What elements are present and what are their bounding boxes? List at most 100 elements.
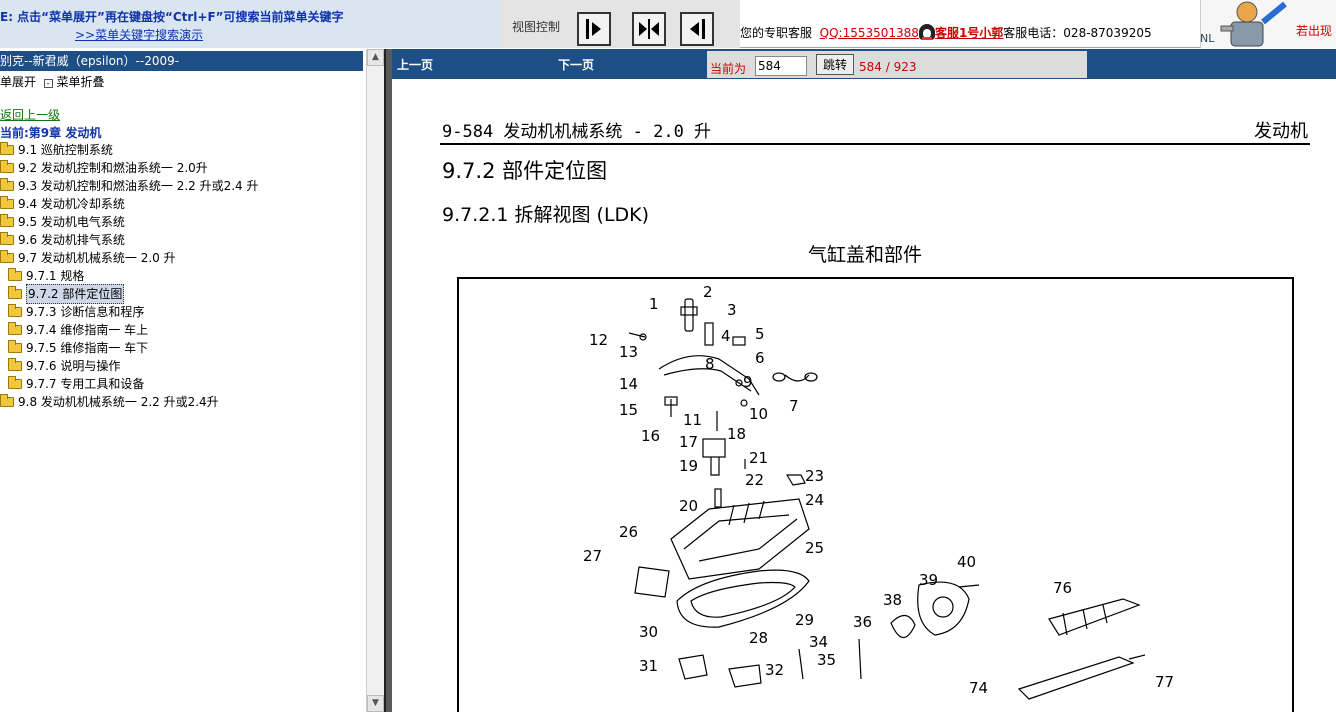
service-prefix: 您的专职客服	[740, 26, 813, 40]
tree-item[interactable]: 9.8 发动机机械系统一 2.2 升或2.4升	[0, 393, 219, 411]
callout-20: 20	[679, 497, 698, 515]
tree-subitem[interactable]: 9.7.4 维修指南一 车上	[8, 321, 148, 339]
tree-item[interactable]: 9.2 发动机控制和燃油系统一 2.0升	[0, 159, 208, 177]
kf-link[interactable]: 客服1号小郭	[934, 26, 1004, 40]
folder-icon	[8, 376, 22, 389]
folder-icon	[8, 304, 22, 317]
menu-expand[interactable]: 单展开	[0, 75, 37, 89]
callout-31: 31	[639, 657, 658, 675]
menu-collapse[interactable]: 菜单折叠	[56, 75, 105, 89]
folder-icon	[0, 178, 14, 191]
tree-item[interactable]: 9.6 发动机排气系统	[0, 231, 125, 249]
callout-28: 28	[749, 629, 768, 647]
callout-30: 30	[639, 623, 658, 641]
split-icon	[639, 19, 659, 39]
sidebar-scrollbar[interactable]: ▲ ▼	[366, 49, 384, 712]
folder-icon	[0, 394, 14, 407]
view-split-button[interactable]	[632, 12, 666, 46]
callout-2: 2	[703, 283, 713, 301]
callout-7: 7	[789, 397, 799, 415]
current-page-label: 当前为	[710, 62, 747, 76]
doc-header-left: 9-584 发动机机械系统 - 2.0 升	[442, 122, 712, 142]
figure-title: 气缸盖和部件	[808, 244, 923, 266]
current-chapter: 当前:第9章 发动机	[0, 126, 102, 140]
view-control: 视图控制	[500, 0, 740, 48]
folder-icon	[0, 232, 14, 245]
go-button[interactable]: 跳转	[816, 54, 854, 75]
tree-subitem[interactable]: 9.7.3 诊断信息和程序	[8, 303, 144, 321]
sidebar-title: 别克--新君威（epsilon）--2009-	[0, 51, 363, 71]
callout-22: 22	[745, 471, 764, 489]
callout-13: 13	[619, 343, 638, 361]
service-phone: 客服电话：028-87039205	[1003, 26, 1152, 40]
callout-5: 5	[755, 325, 765, 343]
folder-icon	[8, 268, 22, 281]
view-expand-right-button[interactable]	[577, 12, 611, 46]
folder-open-icon	[0, 250, 14, 263]
callout-35: 35	[817, 651, 836, 669]
callout-23: 23	[805, 467, 824, 485]
search-tip: E: 点击“菜单展开”再在键盘按“Ctrl+F”可搜索当前菜单关键字	[0, 10, 344, 24]
callout-17: 17	[679, 433, 698, 451]
pane-splitter[interactable]	[384, 49, 392, 712]
scroll-up-icon[interactable]: ▲	[367, 49, 384, 66]
tip-panel: E: 点击“菜单展开”再在键盘按“Ctrl+F”可搜索当前菜单关键字 >>菜单关…	[0, 0, 500, 48]
tree-item[interactable]: 9.1 巡航控制系统	[0, 141, 113, 159]
callout-38: 38	[883, 591, 902, 609]
callout-12: 12	[589, 331, 608, 349]
folder-icon	[0, 214, 14, 227]
callout-74: 74	[969, 679, 988, 697]
folder-icon	[0, 196, 14, 209]
callout-21: 21	[749, 449, 768, 467]
arrow-right-icon	[586, 19, 601, 39]
tree-subitem[interactable]: 9.7.7 专用工具和设备	[8, 375, 144, 393]
menu-ops: 单展开 - 菜单折叠	[0, 73, 105, 90]
view-control-label: 视图控制	[512, 20, 561, 34]
doc-header-right: 发动机	[1254, 121, 1308, 142]
part-drawings	[628, 298, 1146, 700]
folder-icon	[0, 160, 14, 173]
page-input[interactable]	[755, 56, 807, 76]
callout-77: 77	[1155, 673, 1174, 691]
callout-29: 29	[795, 611, 814, 629]
callout-4: 4	[721, 327, 731, 345]
tree-item[interactable]: 9.3 发动机控制和燃油系统一 2.2 升或2.4 升	[0, 177, 259, 195]
tree-subitem[interactable]: 9.7.5 维修指南一 车下	[8, 339, 148, 357]
folder-icon	[8, 340, 22, 353]
callout-32: 32	[765, 661, 784, 679]
search-demo-link[interactable]: >>菜单关键字搜索演示	[75, 28, 204, 42]
callout-16: 16	[641, 427, 660, 445]
tree-subitem[interactable]: 9.7.1 规格	[8, 267, 84, 285]
callout-11: 11	[683, 411, 702, 429]
scroll-down-icon[interactable]: ▼	[367, 695, 384, 712]
next-page-link[interactable]: 下一页	[558, 58, 595, 72]
callout-27: 27	[583, 547, 602, 565]
callout-9: 9	[743, 373, 753, 391]
page-nav: 上一页 下一页 当前为 跳转 584 / 923	[392, 49, 1336, 79]
tree-item[interactable]: 9.5 发动机电气系统	[0, 213, 125, 231]
back-link[interactable]: 返回上一级	[0, 108, 61, 122]
mascot-icon	[1220, 1, 1287, 47]
callout-1: 1	[649, 295, 659, 313]
tree-item[interactable]: 9.4 发动机冷却系统	[0, 195, 125, 213]
callout-3: 3	[727, 301, 737, 319]
qq-penguin-icon	[918, 24, 935, 40]
tree-item[interactable]: 9.7 发动机机械系统一 2.0 升	[0, 249, 176, 267]
view-expand-left-button[interactable]	[680, 12, 714, 46]
corner-nl: NL	[1200, 32, 1215, 45]
mascot-image	[1200, 0, 1336, 48]
section-title: 9.7.2 部件定位图	[442, 159, 608, 183]
header-rule	[440, 143, 1310, 145]
arrow-left-icon	[690, 19, 705, 39]
qq-link[interactable]: QQ:1553501388	[819, 26, 919, 40]
folder-icon	[8, 358, 22, 371]
customer-service: 您的专职客服 QQ:1553501388 客服1号小郭客服电话：028-87039…	[740, 24, 1152, 41]
tree-subitem[interactable]: 9.7.6 说明与操作	[8, 357, 120, 375]
folder-icon	[0, 142, 14, 155]
folder-icon	[8, 286, 22, 299]
tree-subitem-selected[interactable]: 9.7.2 部件定位图	[8, 284, 125, 304]
prev-page-link[interactable]: 上一页	[397, 58, 434, 72]
